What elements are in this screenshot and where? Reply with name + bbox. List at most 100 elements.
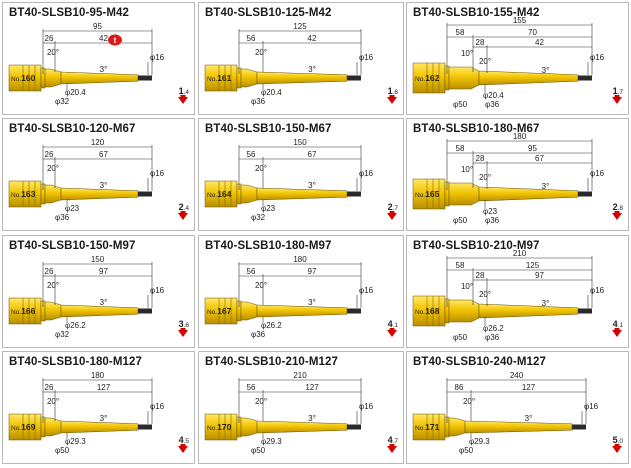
reach-length: 42	[308, 34, 317, 43]
tool-number: No.171	[415, 422, 440, 432]
tool-number: No.164	[207, 189, 232, 199]
reach-length: 95	[528, 144, 537, 153]
overall-length: 125	[293, 22, 307, 31]
tool-holder-shape	[412, 413, 573, 441]
overall-length: 180	[91, 371, 105, 380]
tool-number: No.166	[11, 306, 36, 316]
shoulder-length: 56	[247, 267, 256, 276]
body-diameter: φ36	[251, 97, 266, 106]
neck-diameter: φ23	[261, 204, 276, 213]
shoulder-length: 58	[456, 144, 465, 153]
body-diameter: φ36	[251, 330, 266, 339]
weight-value: 4.7	[388, 435, 399, 445]
tool-title: BT40-SLSB10-210-M127	[205, 356, 339, 368]
info-badge-icon[interactable]: t	[108, 34, 122, 46]
shoulder-length: 26	[45, 383, 54, 392]
body-diameter: φ50	[453, 216, 468, 225]
reach-length: 127	[522, 383, 536, 392]
weight-value: 4.5	[179, 435, 190, 445]
neck-diameter: φ26.2	[261, 321, 282, 330]
neck-diameter: φ26.2	[65, 321, 86, 330]
step-length: 28	[476, 154, 485, 163]
weight-value: 2.4	[179, 202, 190, 212]
down-arrow-icon	[612, 330, 622, 337]
down-arrow-icon	[387, 97, 397, 104]
tool-number: No.167	[207, 306, 232, 316]
down-arrow-stem	[389, 95, 395, 98]
overall-length: 210	[513, 249, 527, 258]
tool-tip	[347, 75, 361, 81]
down-arrow-icon	[387, 330, 397, 337]
neck-diameter: φ20.4	[65, 88, 86, 97]
tool-tip	[138, 424, 152, 430]
angle-10: 10°	[461, 49, 473, 58]
down-arrow-icon	[612, 446, 622, 453]
step-diameter: φ36	[485, 100, 500, 109]
neck-diameter: φ20.4	[261, 88, 282, 97]
tool-number: No.168	[415, 306, 440, 316]
down-arrow-stem	[389, 328, 395, 331]
tool-number: No.160	[11, 73, 36, 83]
body-diameter: φ50	[251, 446, 266, 455]
neck-diameter: φ29.3	[261, 437, 282, 446]
neck-diameter: φ29.3	[469, 437, 490, 446]
tool-tip	[138, 75, 152, 81]
angle-20: 20°	[463, 397, 475, 406]
tool-number: No.161	[207, 73, 232, 83]
overall-length: 150	[293, 138, 307, 147]
tool-title: BT40-SLSB10-150-M67	[205, 123, 332, 135]
angle-20: 20°	[479, 173, 491, 182]
weight-value: 1.7	[613, 86, 624, 96]
down-arrow-stem	[614, 444, 620, 447]
angle-20: 20°	[255, 48, 267, 57]
angle-10: 10°	[461, 282, 473, 291]
down-arrow-stem	[180, 95, 186, 98]
body-diameter: φ32	[55, 330, 70, 339]
weight-value: 1.4	[179, 86, 190, 96]
down-arrow-stem	[614, 95, 620, 98]
tool-holder-shape	[8, 413, 139, 441]
down-arrow-stem	[389, 211, 395, 214]
tip-diameter: φ16	[150, 286, 165, 295]
body-diameter: φ36	[55, 213, 70, 222]
weight-value: 5.0	[613, 435, 624, 445]
svg-text:t: t	[114, 36, 117, 45]
weight-value: 1.6	[388, 86, 399, 96]
tool-number: No.170	[207, 422, 232, 432]
angle-3: 3°	[100, 65, 108, 74]
angle-20: 20°	[255, 397, 267, 406]
tip-diameter: φ16	[584, 402, 599, 411]
shoulder-length: 26	[45, 267, 54, 276]
tool-tip	[578, 191, 592, 197]
body-diameter: φ32	[251, 213, 266, 222]
tool-title: BT40-SLSB10-155-M42	[413, 7, 540, 19]
tool-number: No.169	[11, 422, 36, 432]
tip-diameter: φ16	[359, 402, 374, 411]
tip-diameter: φ16	[150, 402, 165, 411]
overall-length: 150	[91, 255, 105, 264]
tool-title: BT40-SLSB10-120-M67	[9, 123, 136, 135]
down-arrow-stem	[180, 211, 186, 214]
shoulder-length: 26	[45, 34, 54, 43]
angle-3: 3°	[542, 182, 550, 191]
step-length: 28	[476, 271, 485, 280]
angle-3: 3°	[525, 414, 533, 423]
tool-title: BT40-SLSB10-125-M42	[205, 7, 332, 19]
tip-diameter: φ16	[590, 286, 605, 295]
